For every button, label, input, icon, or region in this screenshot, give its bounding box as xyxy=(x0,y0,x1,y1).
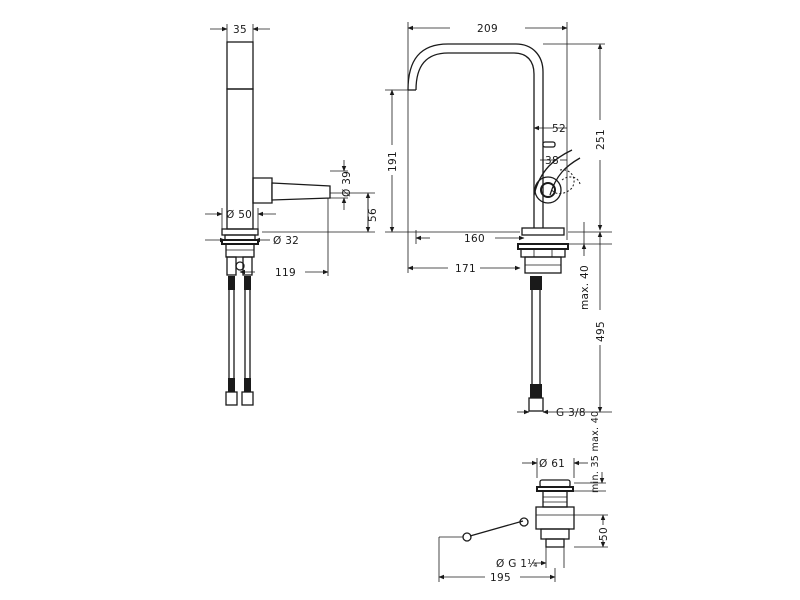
dim-front-outer-reach: 171 xyxy=(455,263,476,275)
dim-front-spout-height: 191 xyxy=(387,151,399,172)
dim-waste-height: 50 xyxy=(598,527,610,541)
side-body-top xyxy=(226,41,254,90)
dim-side-handle-reach: 119 xyxy=(275,267,296,279)
dim-front-thread: G 3/8 xyxy=(556,407,586,419)
front-spout xyxy=(407,43,544,178)
dim-front-lever-reach: 52 xyxy=(552,123,566,135)
dim-waste-length: 195 xyxy=(490,572,511,584)
side-handle-hub xyxy=(252,177,273,204)
front-hose xyxy=(528,276,544,412)
dim-side-base-dia: Ø 50 xyxy=(226,209,252,221)
dim-side-width: 35 xyxy=(233,24,247,36)
side-handle-lever xyxy=(271,182,331,201)
dim-front-lever-offset: 38 xyxy=(545,155,559,167)
side-body-column xyxy=(226,88,254,230)
dim-side-handle-height: 56 xyxy=(367,208,379,222)
front-lever-cap xyxy=(542,141,556,148)
dim-waste-thread: Ø G 1¼ xyxy=(496,558,538,570)
front-lever-arm xyxy=(533,149,573,196)
dim-front-total-width: 209 xyxy=(477,23,498,35)
front-mount-plate xyxy=(517,243,569,250)
dim-waste-thickness: min. 35 max. 40 xyxy=(590,411,601,493)
waste-view: Ø 61 min. 35 max. 40 50 Ø G 1¼ xyxy=(438,411,610,584)
front-mount-nut xyxy=(520,248,566,258)
waste-housing xyxy=(535,506,575,530)
side-base-ring xyxy=(221,228,259,236)
front-handle-wheel xyxy=(534,176,562,204)
waste-rod xyxy=(469,520,524,537)
front-base-ring xyxy=(521,227,565,236)
dim-side-handle-dia: Ø 39 xyxy=(341,171,353,197)
dim-waste-dia: Ø 61 xyxy=(539,458,565,470)
waste-plug-head xyxy=(539,479,571,488)
dim-front-hose-length: 495 xyxy=(595,321,607,342)
dim-front-spout-reach: 160 xyxy=(464,233,485,245)
side-hoses xyxy=(225,256,254,406)
front-view: 209 251 191 52 38 xyxy=(385,22,612,419)
side-view: 35 Ø 39 56 Ø 50 Ø 32 xyxy=(205,24,379,406)
waste-body xyxy=(542,490,568,508)
dim-front-total-height: 251 xyxy=(595,129,607,150)
side-mount-nut xyxy=(225,243,255,258)
dim-front-mount-thickness: max. 40 xyxy=(579,265,591,310)
dim-side-inlet-dia: Ø 32 xyxy=(273,235,299,247)
